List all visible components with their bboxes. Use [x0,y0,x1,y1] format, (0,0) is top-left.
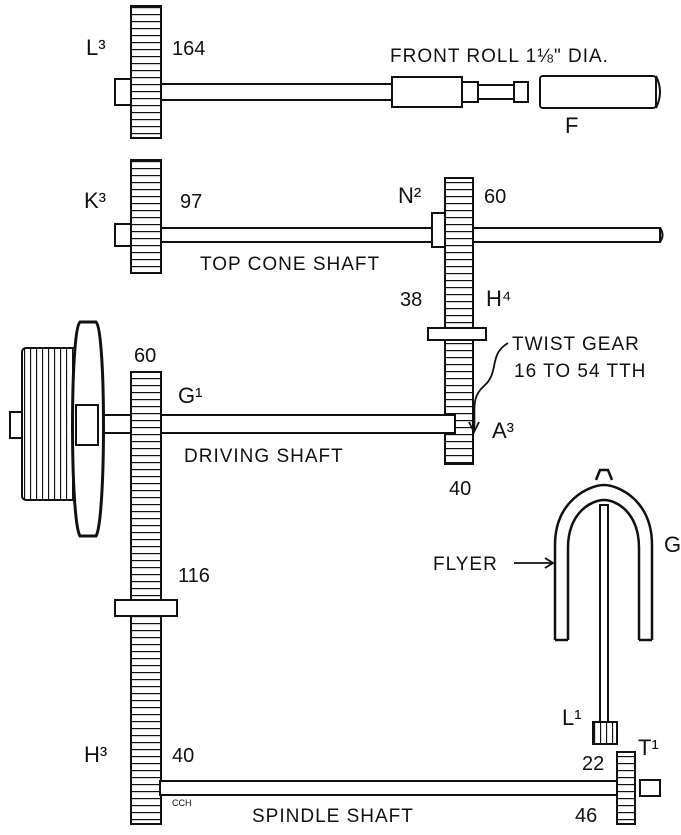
gear-K3-name: K³ [84,188,106,213]
gear-K3-teeth: 97 [180,191,202,213]
top-cone-shaft-label: TOP CONE SHAFT [200,254,380,275]
flyer [553,468,654,642]
gear-L1-teeth: 22 [582,753,604,775]
twist-gear-line1: TWIST GEAR [512,334,640,355]
front-roll-label: FRONT ROLL 1⅛" DIA. [390,46,609,67]
twist-gear-line2: 16 TO 54 TTH [514,361,646,382]
artist-initials: CCH [172,798,192,808]
gear-K3 [130,159,162,274]
stud-H4 [427,327,487,341]
gear-H3-teeth: 40 [172,745,194,767]
gear-T1-teeth: 46 [575,805,597,827]
gear-G1-teeth: 60 [134,345,156,367]
driving-pulley [21,320,105,538]
gear-H3-name: H³ [84,742,107,767]
gear-A3-teeth: 40 [449,478,471,500]
spindle [599,504,609,726]
gear-L3-teeth: 164 [172,38,205,60]
gear-T1-name: T¹ [638,735,659,760]
driving-shaft-label: DRIVING SHAFT [184,446,344,467]
wharve-L1 [592,721,618,745]
flyer-letter: G [664,532,681,557]
compound-gear-teeth: 116 [178,565,210,587]
stud-116 [114,599,178,617]
gear-G1-name: G¹ [178,383,202,408]
bevel-gear-T1 [616,751,636,825]
gear-G1-compound [130,371,162,825]
spindle-shaft [159,779,661,797]
front-roll-letter: F [565,113,578,138]
spindle-shaft-label: SPINDLE SHAFT [252,806,414,827]
twist-gear-leader [468,342,509,435]
gear-A3-name: A³ [492,418,514,443]
gear-H4-teeth: 38 [400,289,422,311]
top-cone-shaft [114,212,664,248]
gear-H4-name: H⁴ [486,286,511,311]
front-roll-shaft [114,75,661,109]
flyer-arrow [514,557,555,569]
flyer-label: FLYER [433,554,498,575]
gear-N2-teeth: 60 [484,186,506,208]
gear-N2-name: N² [398,183,421,208]
gear-L1-name: L¹ [562,705,582,730]
gear-L3-name: L³ [86,35,106,60]
gear-L3 [130,5,162,139]
